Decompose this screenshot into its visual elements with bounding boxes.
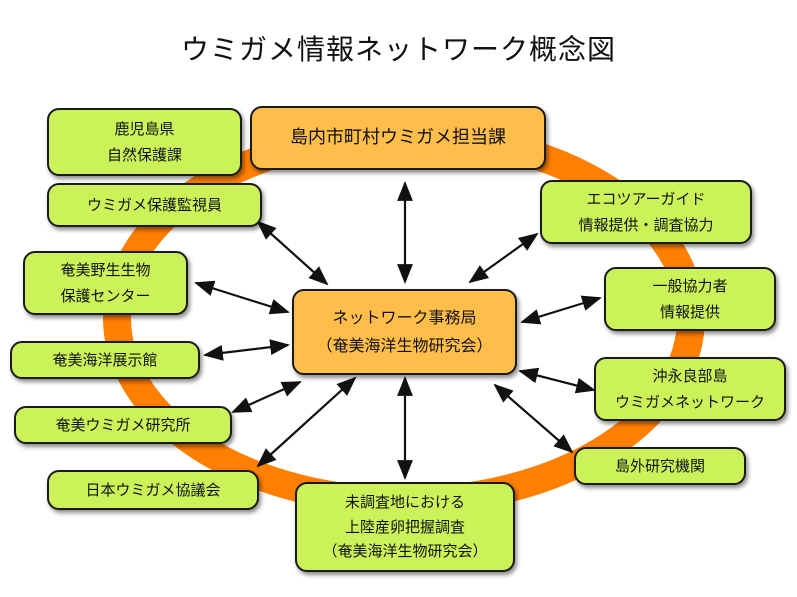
node-survey-line2: 上陸産卵把握調査 [344, 517, 465, 536]
arrow-wildlife [194, 280, 290, 315]
arrow-outside [493, 383, 574, 454]
node-outside-label: 島外研究機関 [614, 456, 705, 475]
node-unsurveyed-survey: 未調査地における 上陸産卵把握調査 （奄美海洋生物研究会） [295, 482, 515, 572]
node-kagoshima-line2: 自然保護課 [106, 146, 182, 164]
node-ecotour-guides: エコツアーガイド 情報提供・調査協力 [540, 180, 752, 244]
diagram-title: ウミガメ情報ネットワーク概念図 [180, 33, 616, 66]
node-general-cooperators: 一般協力者 情報提供 [604, 267, 776, 331]
node-survey-line1: 未調査地における [344, 492, 465, 511]
node-museum-label: 奄美海洋展示館 [52, 350, 158, 369]
node-japan-turtle-council: 日本ウミガメ協議会 [47, 470, 259, 510]
node-wildlife-line2: 保護センター [60, 287, 151, 305]
node-monitor-label: ウミガメ保護監視員 [86, 195, 222, 214]
node-office-line1: ネットワーク事務局 [332, 308, 477, 327]
node-office-line2: （奄美海洋生物研究会） [316, 336, 493, 355]
node-marine-museum: 奄美海洋展示館 [10, 341, 200, 379]
arrow-monitor [256, 220, 329, 286]
node-okinoerabu-line2: ウミガメネットワーク [614, 393, 765, 411]
node-okinoerabu-line1: 沖永良部島 [652, 366, 728, 385]
node-municipal-label: 島内市町村ウミガメ担当課 [290, 127, 506, 149]
node-amami-lab-label: 奄美ウミガメ研究所 [55, 415, 191, 434]
arrow-general [520, 295, 602, 325]
node-wildlife-center: 奄美野生生物 保護センター [23, 251, 188, 315]
node-network-office: ネットワーク事務局 （奄美海洋生物研究会） [292, 289, 517, 375]
node-wildlife-line1: 奄美野生生物 [60, 260, 151, 279]
node-general-line2: 情報提供 [659, 303, 720, 321]
arrow-guides [468, 232, 539, 284]
node-okinoerabu-network: 沖永良部島 ウミガメネットワーク [594, 357, 786, 421]
arrow-museum [203, 339, 290, 361]
node-guides-line1: エコツアーガイド [586, 189, 706, 208]
node-general-line1: 一般協力者 [652, 276, 728, 295]
node-outside-institutions: 島外研究機関 [574, 447, 746, 485]
node-amami-turtle-lab: 奄美ウミガメ研究所 [14, 406, 232, 444]
arrow-okinoerabu [518, 367, 596, 394]
arrow-japan-assoc [256, 376, 357, 468]
node-municipal-turtle-section: 島内市町村ウミガメ担当課 [250, 106, 546, 170]
node-kagoshima: 鹿児島県 自然保護課 [47, 108, 242, 176]
node-protection-monitor: ウミガメ保護監視員 [47, 183, 262, 227]
node-guides-line2: 情報提供・調査協力 [578, 216, 714, 234]
node-survey-line3: （奄美海洋生物研究会） [322, 542, 488, 561]
node-japan-assoc-label: 日本ウミガメ協議会 [85, 480, 221, 499]
arrow-amami-lab [231, 380, 302, 414]
node-kagoshima-line1: 鹿児島県 [114, 119, 175, 138]
